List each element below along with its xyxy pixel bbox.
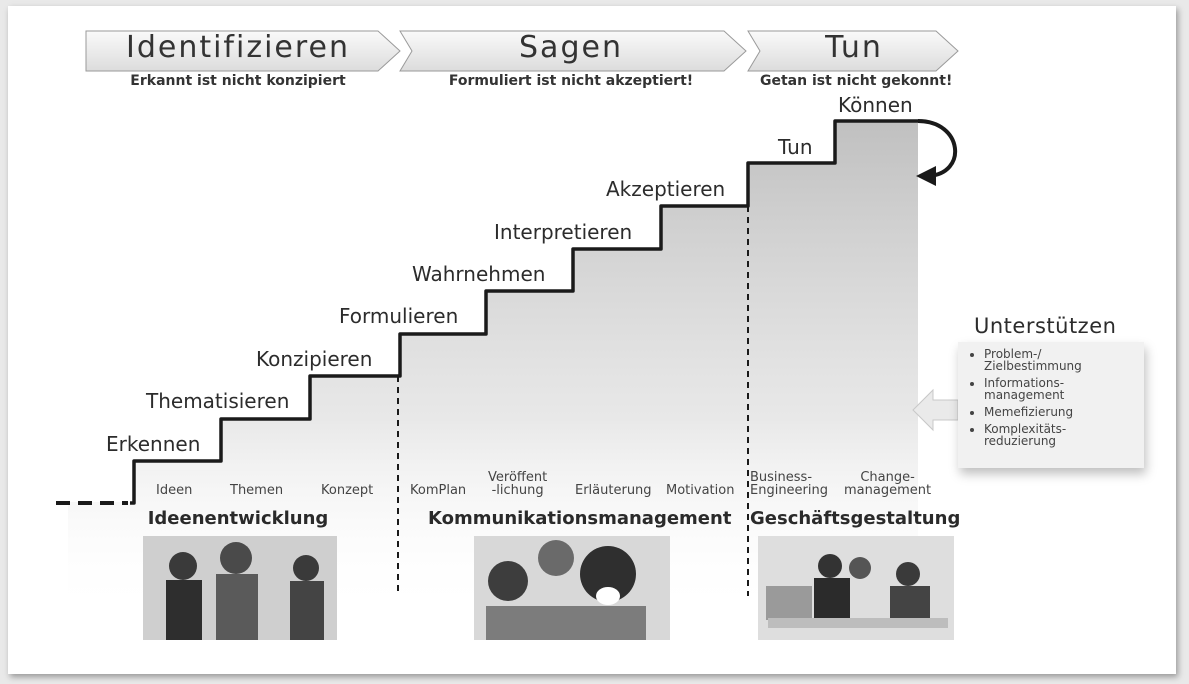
item-veroeffentlichung: Veröffent -lichung bbox=[488, 470, 548, 498]
phase-title-identifizieren: Identifizieren bbox=[125, 30, 351, 65]
loop-arrow bbox=[917, 119, 957, 178]
item-business-engineering: Business- Engineering bbox=[750, 470, 828, 498]
phase-subtitle-tun: Getan ist nicht gekonnt! bbox=[760, 73, 953, 89]
phase-arrow-sagen bbox=[399, 30, 747, 72]
item-themen: Themen bbox=[230, 483, 284, 498]
support-title: Unterstützen bbox=[974, 314, 1117, 338]
step-konzipieren: Konzipieren bbox=[256, 347, 373, 371]
step-koennen: Können bbox=[838, 93, 913, 117]
phase-arrow-tun bbox=[747, 30, 959, 72]
staircase-diagram bbox=[56, 30, 959, 640]
step-thematisieren: Thematisieren bbox=[146, 389, 290, 413]
step-akzeptieren: Akzeptieren bbox=[606, 177, 726, 201]
loop-arrow-head bbox=[916, 166, 936, 186]
item-motivation: Motivation bbox=[666, 483, 735, 498]
phase-subtitle-identifizieren: Erkannt ist nicht konzipiert bbox=[130, 73, 346, 89]
photo-geschaeftsgestaltung bbox=[758, 536, 954, 640]
step-erkennen: Erkennen bbox=[106, 432, 201, 456]
slide: Identifizieren Erkannt ist nicht konzipi… bbox=[8, 6, 1176, 674]
support-item: Problem-/ Zielbestimmung bbox=[984, 348, 1144, 372]
item-ideen: Ideen bbox=[156, 483, 193, 498]
phase-subtitle-sagen: Formuliert ist nicht akzeptiert! bbox=[448, 73, 694, 89]
support-item: Memefizierung bbox=[984, 406, 1144, 418]
stair-line bbox=[130, 119, 918, 505]
phase-arrow-identifizieren bbox=[85, 30, 401, 72]
step-interpretieren: Interpretieren bbox=[494, 220, 633, 244]
section-ideenentwicklung: Ideenentwicklung bbox=[147, 508, 329, 529]
support-item: Komplexitäts- reduzierung bbox=[984, 423, 1144, 447]
item-changemanagement: Change- management bbox=[844, 470, 932, 498]
phase-title-sagen: Sagen bbox=[519, 30, 623, 65]
step-tun: Tun bbox=[778, 135, 813, 159]
stair-shadow bbox=[68, 121, 918, 616]
photo-ideenentwicklung bbox=[143, 536, 337, 640]
step-formulieren: Formulieren bbox=[339, 304, 459, 328]
item-erlaeuterung: Erläuterung bbox=[575, 483, 652, 498]
item-komplan: KomPlan bbox=[410, 483, 467, 498]
support-arrow bbox=[912, 388, 959, 432]
photo-kommunikationsmanagement bbox=[474, 536, 670, 640]
support-list: Problem-/ Zielbestimmung Informations- m… bbox=[958, 342, 1144, 447]
support-box: Problem-/ Zielbestimmung Informations- m… bbox=[958, 342, 1144, 468]
section-kommunikationsmanagement: Kommunikationsmanagement bbox=[428, 508, 732, 529]
item-konzept: Konzept bbox=[321, 483, 374, 498]
step-wahrnehmen: Wahrnehmen bbox=[412, 262, 546, 286]
section-geschaeftsgestaltung: Geschäftsgestaltung bbox=[750, 508, 961, 529]
support-item: Informations- management bbox=[984, 377, 1144, 401]
phase-title-tun: Tun bbox=[825, 30, 883, 65]
